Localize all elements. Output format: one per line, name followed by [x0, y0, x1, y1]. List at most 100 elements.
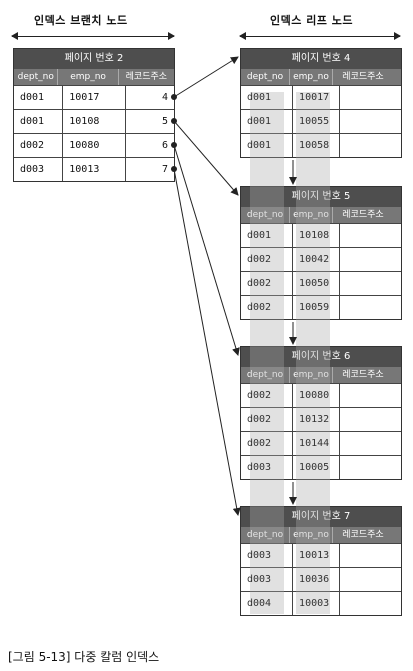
column-header-address: 레코드주소: [342, 72, 384, 82]
dept-cell: d001: [14, 86, 64, 109]
pointer-cell: 7: [161, 164, 168, 175]
column-header-emp: emp_no: [290, 207, 333, 223]
emp-cell: 10108: [63, 110, 126, 133]
emp-cell: 10013: [63, 158, 126, 181]
leaf-page-title: 페이지 번호 4: [241, 49, 401, 69]
leaf-chain-band-emp: [296, 92, 330, 614]
address-cell: [340, 384, 401, 407]
leaf-page-title: 페이지 번호 5: [241, 187, 401, 207]
dept-cell: d003: [241, 544, 294, 567]
dept-cell: d004: [241, 592, 294, 615]
branch-section-title: 인덱스 브랜치 노드: [34, 14, 128, 27]
column-header-emp: emp_no: [290, 367, 333, 383]
dept-cell: d002: [241, 248, 294, 271]
column-header-dept: dept_no: [14, 69, 59, 85]
column-header-emp: emp_no: [290, 527, 333, 543]
column-header-emp: emp_no: [58, 69, 119, 85]
emp-cell: 10059: [293, 296, 341, 319]
address-cell: [340, 432, 401, 455]
branch-page-title: 페이지 번호 2: [14, 49, 174, 69]
pointer-cell: 6: [161, 140, 168, 151]
column-header-dept: dept_no: [241, 367, 290, 383]
leaf-chain-band-dept: [250, 92, 284, 614]
emp-cell: 10017: [63, 86, 126, 109]
figure-caption: [그림 5-13] 다중 칼럼 인덱스: [8, 650, 160, 664]
pointer-arrow-page-4: [173, 56, 239, 98]
pointer-arrow-page-5: [173, 120, 239, 196]
address-cell: [340, 408, 401, 431]
emp-cell: 10144: [293, 432, 341, 455]
address-cell: [340, 248, 401, 271]
leaf-page-title: 페이지 번호 7: [241, 507, 401, 527]
address-cell: [340, 224, 401, 247]
emp-cell: 10042: [293, 248, 341, 271]
emp-cell: 10013: [293, 544, 341, 567]
emp-cell: 10017: [293, 86, 341, 109]
column-header-dept: dept_no: [241, 69, 290, 85]
emp-cell: 10005: [293, 456, 341, 479]
emp-cell: 10132: [293, 408, 341, 431]
leaf-section-bracket: [239, 32, 401, 40]
leaf-section-title: 인덱스 리프 노드: [270, 14, 353, 27]
address-cell: [340, 86, 401, 109]
dept-cell: d003: [14, 158, 64, 181]
address-cell: [340, 456, 401, 479]
column-header-emp: emp_no: [290, 69, 333, 85]
dept-cell: d002: [241, 272, 294, 295]
column-header-address: 레코드주소: [342, 530, 384, 540]
branch-section-bracket: [11, 32, 175, 40]
emp-cell: 10058: [293, 134, 341, 157]
dept-cell: d002: [241, 384, 294, 407]
leaf-page-title: 페이지 번호 6: [241, 347, 401, 367]
dept-cell: d003: [241, 568, 294, 591]
dept-cell: d003: [241, 456, 294, 479]
column-header-address: 레코드주소: [342, 370, 384, 380]
branch-page-header: dept_no emp_no 레코드주소: [14, 69, 174, 85]
pointer-cell: 5: [161, 116, 168, 127]
column-header-dept: dept_no: [241, 207, 290, 223]
dept-cell: d002: [241, 432, 294, 455]
address-cell: [340, 296, 401, 319]
dept-cell: d001: [241, 224, 294, 247]
pointer-cell: 4: [161, 92, 168, 103]
address-cell: [340, 592, 401, 615]
emp-cell: 10003: [293, 592, 341, 615]
dept-cell: d001: [14, 110, 64, 133]
dept-cell: d001: [241, 134, 294, 157]
column-header-address: 레코드주소: [125, 72, 168, 82]
address-cell: [340, 568, 401, 591]
dept-cell: d002: [14, 134, 64, 157]
emp-cell: 10080: [63, 134, 126, 157]
emp-cell: 10036: [293, 568, 341, 591]
address-cell: [340, 134, 401, 157]
dept-cell: d001: [241, 86, 294, 109]
dept-cell: d001: [241, 110, 294, 133]
pointer-arrow-page-6: [173, 144, 240, 356]
address-cell: [340, 544, 401, 567]
emp-cell: 10080: [293, 384, 341, 407]
